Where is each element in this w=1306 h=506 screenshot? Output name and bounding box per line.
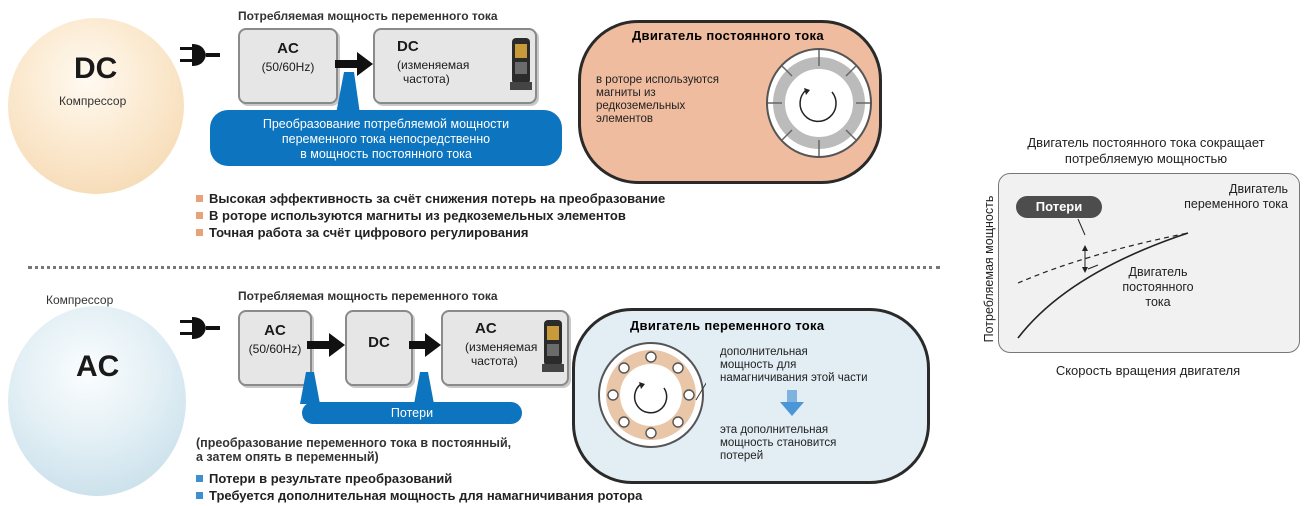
list-item: Потери в результате преобразований [196,470,642,487]
ac-input-box: AC (50/60Hz) [238,310,312,386]
dc-motor-text-3: редкоземельных [596,100,686,112]
dc-sphere-title: DC [74,52,118,85]
ac-dc-box-title: DC [368,334,390,351]
ac-losses-callout: Потери [302,402,522,424]
graph-dc-line-label: Двигатель постоянного тока [1098,265,1218,310]
dc-conversion-line-3: в мощность постоянного тока [300,147,472,161]
graph-dc-line-label-1: Двигатель [1128,265,1188,279]
ac-motor-title: Двигатель переменного тока [630,318,825,333]
graph-ac-line-label: Двигатель переменного тока [1128,182,1288,212]
dc-bullet-list: Высокая эффективность за счёт снижения п… [196,190,665,241]
dc-sphere-subtitle: Компрессор [59,94,127,108]
dc-motor-text: в роторе используются магниты из редкозе… [596,74,719,126]
losses-badge: Потери [1016,196,1102,218]
graph-ac-line-label-2: переменного тока [1184,197,1288,211]
plug-icon [180,317,220,339]
ac-motor-text-4: эта дополнительная [720,424,829,436]
dc-motor-text-2: магниты из [596,87,656,99]
dc-dc-box-title: DC [397,38,419,55]
list-item: Высокая эффективность за счёт снижения п… [196,190,665,207]
section-divider [28,266,940,269]
bullet-icon [196,212,203,219]
ac-input-box-sub: (50/60Hz) [248,342,302,356]
ac-bullet-list: Потери в результате преобразований Требу… [196,470,642,504]
plug-icon [180,44,220,66]
compressor-icon [542,320,564,372]
dc-ac-box-title: AC [277,40,299,57]
arrow-icon [307,333,345,357]
dc-conversion-line-1: Преобразование потребляемой мощности [262,117,510,131]
graph-dc-line-label-3: тока [1145,295,1171,309]
ac-sphere-title: AC [76,350,120,383]
ac-note: (преобразование переменного тока в посто… [196,436,511,464]
graph-ylabel: Потребляемая мощность [982,195,996,343]
pointer-shape [300,372,434,404]
ac-dc-box: DC [345,310,413,386]
dc-conversion-callout: Преобразование потребляемой мощности пер… [210,110,562,166]
dc-compressor-sphere [8,18,184,194]
rotor-icon [598,342,706,448]
dc-power-label: Потребляемая мощность переменного тока [238,9,498,23]
ac-motor-text-5: мощность становится [720,437,837,449]
ac-compressor-sphere [8,306,186,496]
graph-dc-line-label-2: постоянного [1122,280,1194,294]
graph-title-1: Двигатель постоянного тока сокращает [1027,135,1265,150]
list-item: Требуется дополнительная мощность для на… [196,487,642,504]
dc-dc-box-sub-2: частота) [403,72,450,86]
dc-ac-box-sub: (50/60Hz) [261,60,315,74]
dc-dc-box-sub-1: (изменяемая [397,58,470,72]
graph-title-2: потребляемую мощностью [1064,151,1228,166]
bullet-icon [196,195,203,202]
graph-ac-line-label-1: Двигатель [1229,182,1288,196]
rotor-icon [766,48,872,158]
ac-motor-text-top: дополнительная мощность для намагничиван… [720,346,868,385]
ac-output-box-sub-1: (изменяемая [465,340,538,354]
ac-motor-text-2: мощность для [720,359,797,371]
ac-motor-text-bottom: эта дополнительная мощность становится п… [720,424,836,463]
ac-motor-text-1: дополнительная [720,346,808,358]
ac-note-2: а затем опять в переменный) [196,450,379,464]
dc-motor-text-1: в роторе используются [596,74,719,86]
ac-sphere-subtitle: Компрессор [46,293,114,307]
bullet-icon [196,229,203,236]
list-item: В роторе используются магниты из редкозе… [196,207,665,224]
ac-motor-text-3: намагничивания этой части [720,372,868,384]
ac-input-box-title: AC [264,322,286,339]
dc-conversion-line-2: переменного тока непосредственно [281,132,491,146]
ac-output-box-sub-2: частота) [471,354,518,368]
dc-motor-text-4: элементов [596,113,654,125]
arrow-down-icon [780,390,804,416]
list-item: Точная работа за счёт цифрового регулиро… [196,224,665,241]
graph-xlabel: Скорость вращения двигателя [1055,363,1241,378]
dc-ac-input-box: AC (50/60Hz) [238,28,338,104]
ac-power-label: Потребляемая мощность переменного тока [238,289,498,303]
dc-motor-title: Двигатель постоянного тока [632,28,824,43]
dc-dc-box: DC (изменяемая частота) [373,28,537,104]
arrow-icon [335,52,373,76]
compressor-icon [510,38,532,90]
ac-note-1: (преобразование переменного тока в посто… [196,436,512,450]
graph-plot [1017,218,1189,339]
pointer-shape [336,72,360,114]
ac-output-box-title: AC [475,320,497,337]
bullet-icon [196,475,203,482]
arrow-icon [409,333,441,357]
bullet-icon [196,492,203,499]
graph-title: Двигатель постоянного тока сокращает пот… [988,135,1304,167]
ac-motor-text-6: потерей [720,450,764,462]
